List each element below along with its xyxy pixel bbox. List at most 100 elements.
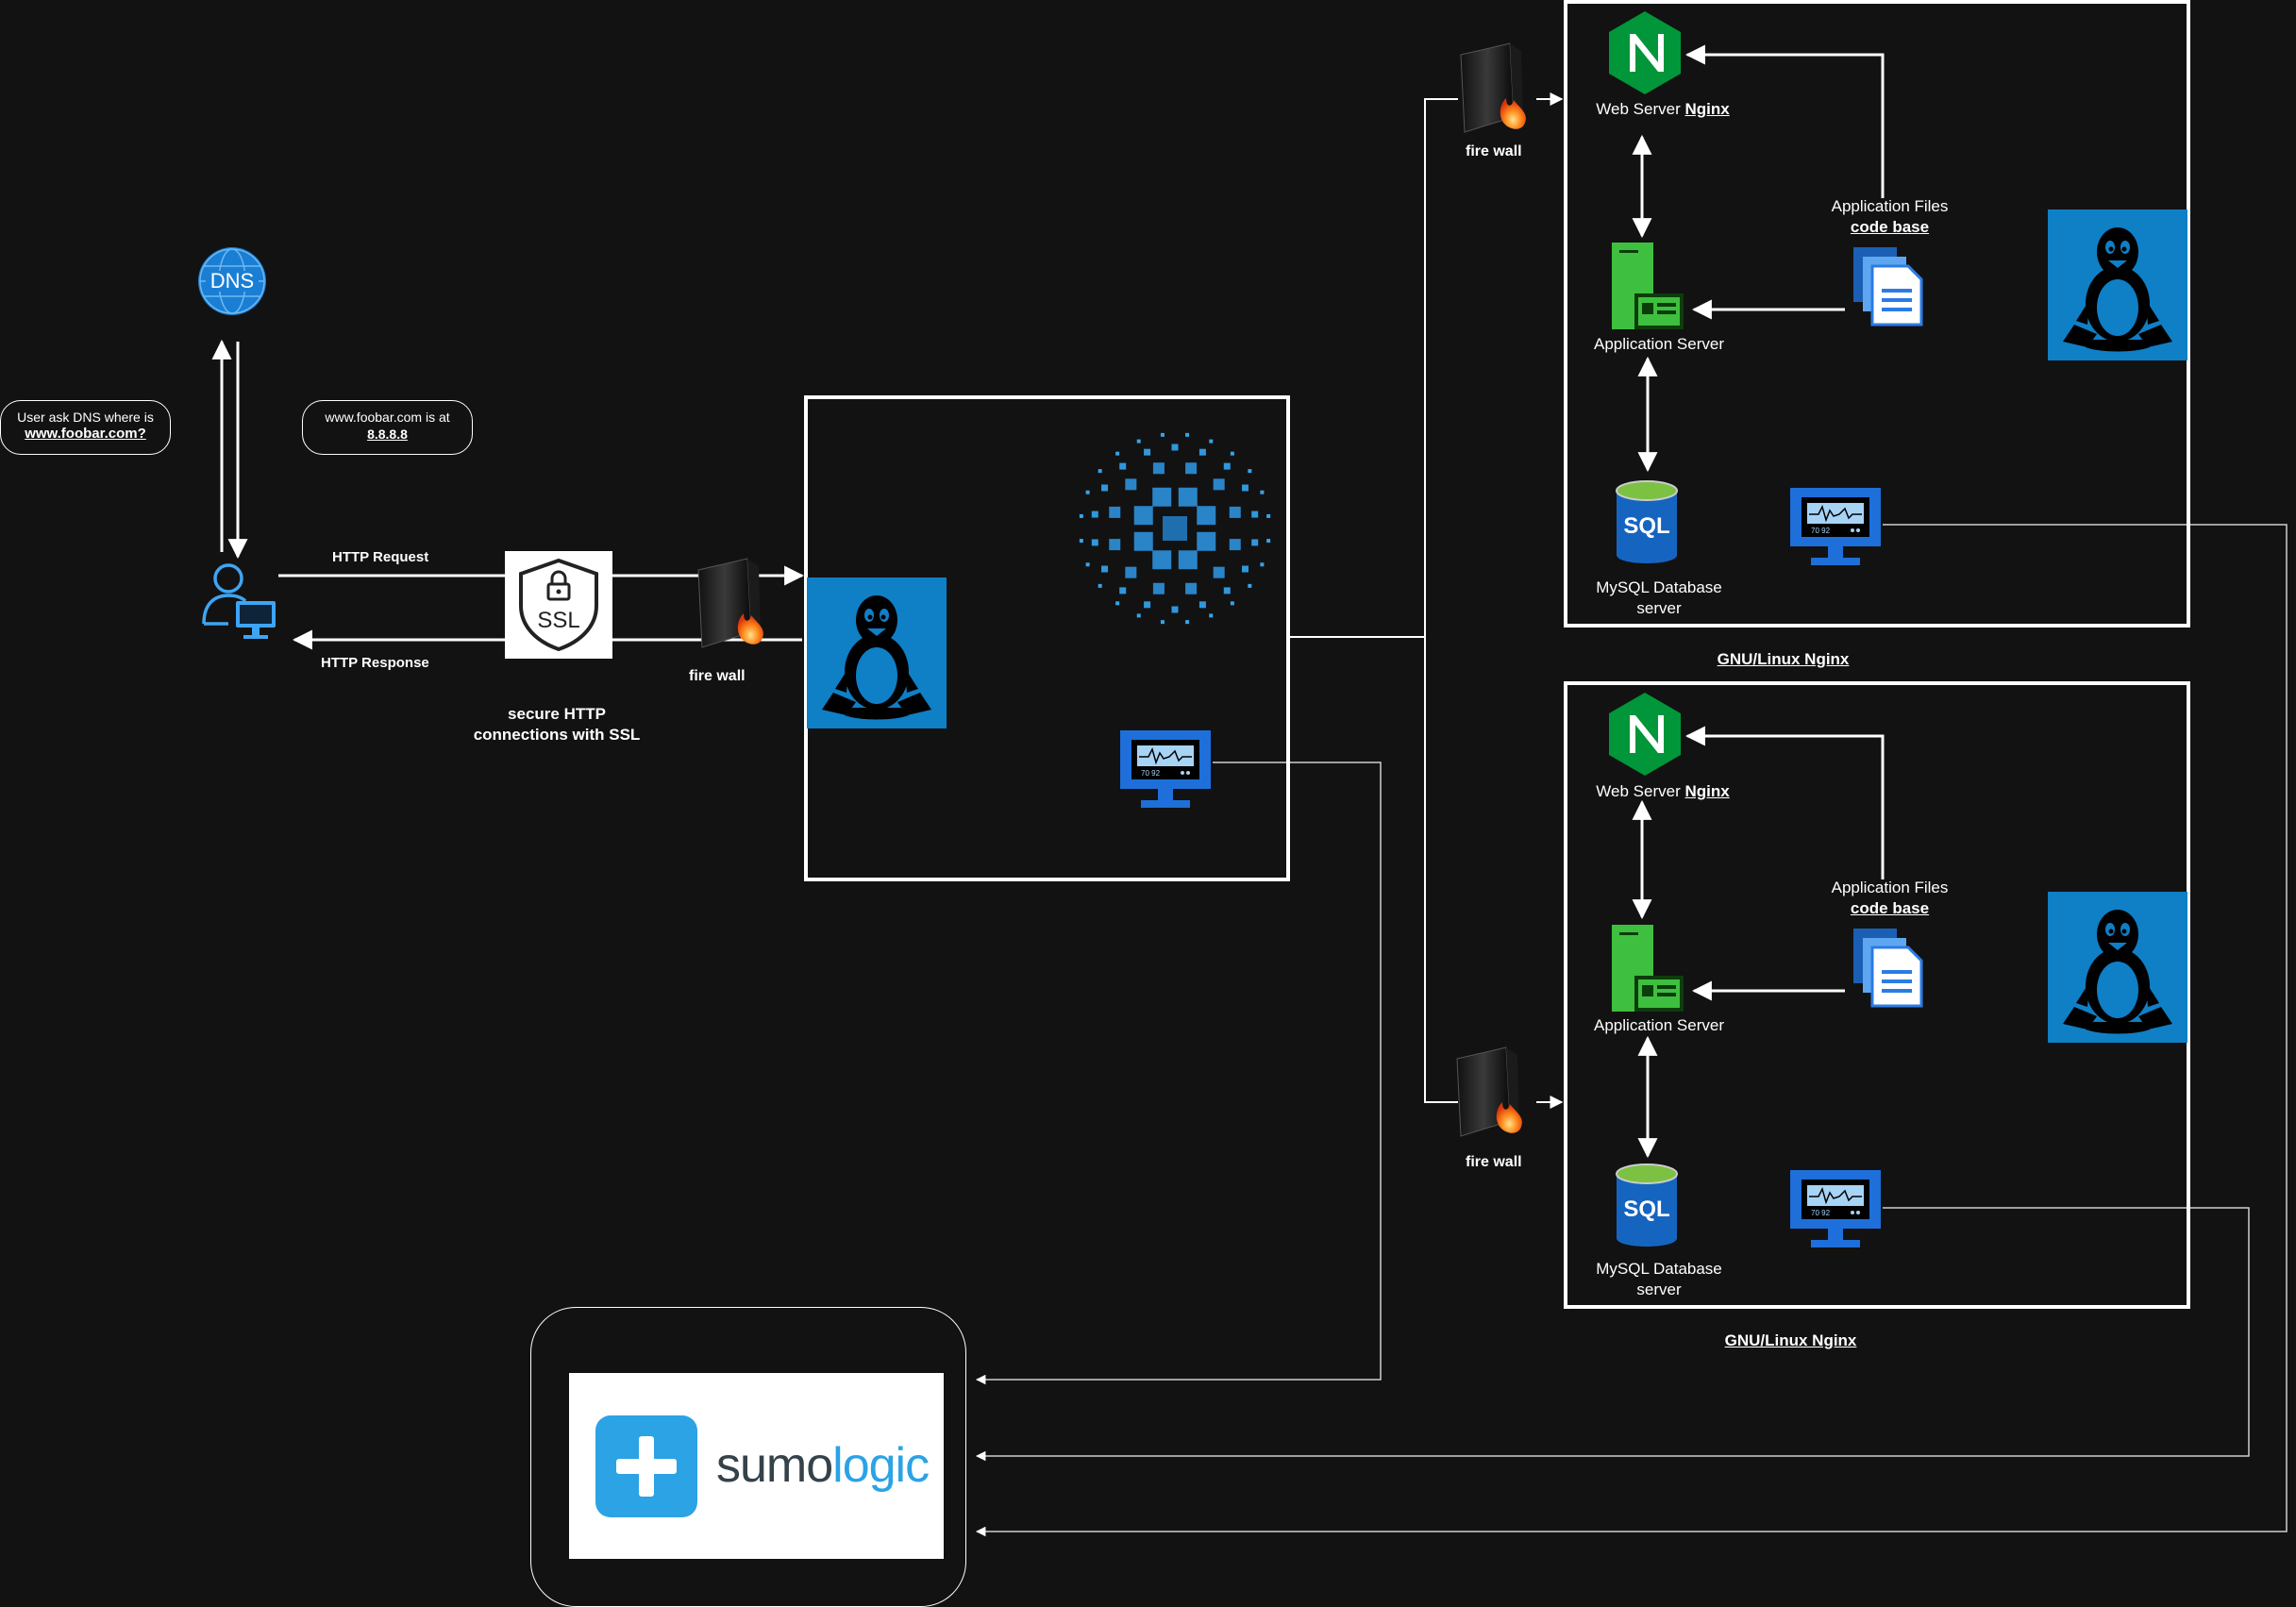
sumologic-word-part2: logic: [832, 1438, 930, 1493]
load-balancer-dot: [1109, 539, 1121, 551]
files-label-line1: Application Files: [1831, 197, 1949, 215]
application-server-label: Application Server: [1594, 335, 1724, 353]
load-balancer-dot: [1197, 506, 1216, 526]
mysql-label-line2: server: [1636, 599, 1682, 617]
load-balancer-dot: [1133, 506, 1153, 526]
mysql-label: MySQL Database server: [1574, 1259, 1744, 1300]
firewall-icon: [1453, 42, 1533, 136]
load-balancer-dot: [1230, 451, 1234, 456]
firewall-label: fire wall: [689, 668, 746, 684]
web-server-prefix: Web Server: [1596, 782, 1685, 800]
bubble-ip: 8.8.8.8: [367, 427, 408, 442]
monitoring-icon: 70 92: [1788, 1168, 1883, 1249]
server2-monitor-to-sumologic: [975, 1207, 2250, 1462]
http-request-label: HTTP Request: [332, 549, 429, 565]
sumologic-logo: sumologic: [569, 1373, 944, 1559]
application-files-label: Application Files code base: [1807, 878, 1972, 919]
ssl-badge-text: SSL: [537, 608, 580, 633]
load-balancer-dot: [1098, 583, 1102, 588]
application-files-label: Application Files code base: [1807, 196, 1972, 238]
monitor-digits: 70 92: [1811, 527, 1831, 535]
sumologic-plus-icon: [595, 1415, 697, 1517]
dns-globe-icon: DNS: [196, 245, 268, 317]
web-server-name: Nginx: [1684, 100, 1730, 118]
tux-linux-icon: [807, 578, 947, 728]
application-server-icon: [1610, 241, 1685, 331]
files-web-arrow-2: [1684, 726, 1885, 879]
load-balancer-dot: [1198, 448, 1206, 456]
firewall-label: fire wall: [1466, 143, 1522, 159]
load-balancer-dot: [1115, 601, 1120, 606]
load-balancer-dot: [1251, 511, 1259, 518]
web-server-label: Web Server Nginx: [1587, 781, 1738, 802]
load-balancer-dot: [1125, 478, 1137, 491]
load-balancer-icon: [1076, 429, 1274, 628]
load-balancer-dot: [1133, 531, 1153, 551]
sumologic-word-part1: sumo: [716, 1438, 833, 1493]
http-response-label: HTTP Response: [321, 655, 429, 671]
web-server-prefix: Web Server: [1596, 100, 1685, 118]
load-balancer-dot: [1085, 490, 1090, 494]
load-balancer-dot: [1260, 562, 1265, 567]
application-files-icon: [1850, 243, 1927, 328]
firewall-icon: [1450, 1046, 1529, 1140]
monitor-digits: 70 92: [1811, 1209, 1831, 1217]
load-balancer-dot: [1185, 582, 1198, 594]
load-balancer-dot: [1115, 451, 1120, 456]
load-balancer-dot: [1178, 550, 1198, 570]
monitoring-icon: 70 92: [1788, 486, 1883, 567]
load-balancer-dot: [1160, 432, 1165, 437]
load-balancer-dot: [1213, 478, 1225, 491]
lb-to-firewall-1: [1290, 98, 1458, 638]
load-balancer-dot: [1091, 539, 1098, 546]
bubble-domain: www.foobar.com?: [25, 426, 146, 442]
load-balancer-dot: [1223, 587, 1231, 594]
load-balancer-dot: [1136, 613, 1141, 618]
ssl-caption-line2: connections with SSL: [473, 726, 641, 744]
load-balancer-dot: [1085, 562, 1090, 567]
web-server-name: Nginx: [1684, 782, 1730, 800]
nginx-icon: [1606, 691, 1684, 778]
dns-label: DNS: [209, 269, 255, 293]
web-server-box-2: [1564, 681, 2190, 1309]
load-balancer-dot: [1152, 582, 1165, 594]
load-balancer-dot: [1266, 539, 1271, 544]
nginx-icon: [1606, 9, 1684, 96]
user-computer-icon: [200, 561, 277, 643]
load-balancer-dot: [1163, 516, 1187, 541]
load-balancer-dot: [1241, 565, 1249, 573]
load-balancer-dot: [1125, 566, 1137, 578]
application-server-icon: [1610, 923, 1685, 1013]
monitor-digits: 70 92: [1141, 769, 1161, 778]
files-label-line1: Application Files: [1831, 879, 1949, 896]
web-server-box-1: [1564, 0, 2190, 628]
load-balancer-dot: [1152, 462, 1165, 475]
web-server-label: Web Server Nginx: [1587, 99, 1738, 120]
load-balancer-dot: [1144, 448, 1151, 456]
load-balancer-dot: [1091, 511, 1098, 518]
load-balancer-dot: [1144, 601, 1151, 609]
ssl-caption: secure HTTP connections with SSL: [462, 704, 651, 745]
load-balancer-dot: [1209, 613, 1214, 618]
load-balancer-dot: [1185, 432, 1190, 437]
application-server-label: Application Server: [1594, 1016, 1724, 1034]
mysql-label: MySQL Database server: [1574, 578, 1744, 619]
load-balancer-dot: [1260, 490, 1265, 494]
load-balancer-dot: [1223, 462, 1231, 470]
load-balancer-dot: [1266, 513, 1271, 518]
ssl-caption-line1: secure HTTP: [508, 705, 606, 723]
load-balancer-dot: [1079, 513, 1083, 518]
sql-badge: SQL: [1623, 513, 1670, 539]
sql-database-icon: SQL: [1615, 479, 1679, 566]
load-balancer-dot: [1197, 531, 1216, 551]
load-balancer-dot: [1229, 539, 1241, 551]
load-balancer-dot: [1209, 439, 1214, 444]
load-balancer-dot: [1101, 565, 1109, 573]
load-balancer-dot: [1185, 620, 1190, 625]
tux-linux-icon: [2048, 892, 2187, 1043]
load-balancer-dot: [1171, 606, 1179, 613]
load-balancer-server-box: [804, 395, 1290, 881]
load-balancer-dot: [1079, 539, 1083, 544]
load-balancer-dot: [1185, 462, 1198, 475]
